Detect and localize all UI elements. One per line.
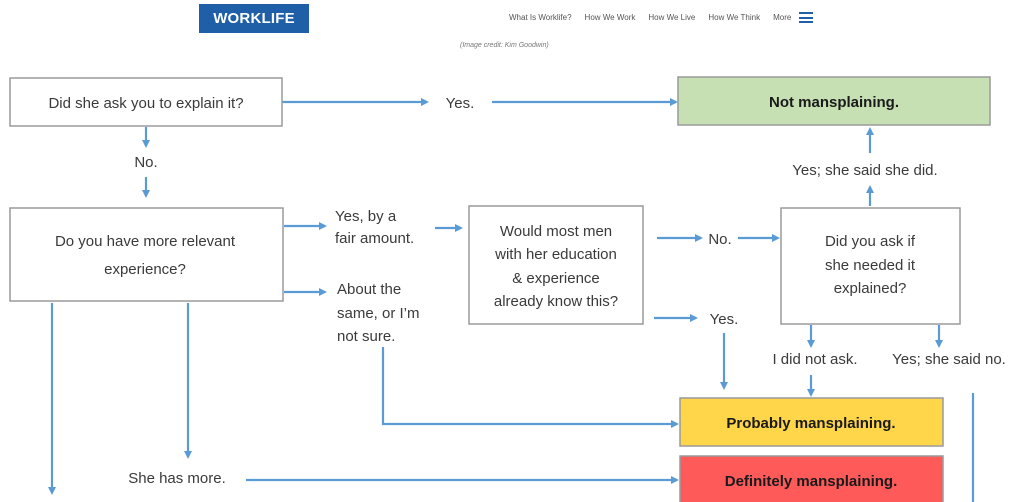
result-box-definitely <box>679 455 944 502</box>
label-about-line2: same, or I’m <box>337 305 420 322</box>
label-about-line3: not sure. <box>337 328 395 345</box>
label-yes-fair-line1: Yes, by a <box>335 208 397 225</box>
question-box-experience <box>9 207 284 302</box>
result-not-text: Not mansplaining. <box>769 94 899 111</box>
nav-more[interactable]: More <box>773 13 792 22</box>
question-men-line2: with her education <box>494 246 617 263</box>
nav-how-we-work[interactable]: How We Work <box>584 13 636 22</box>
question-box-ask <box>780 207 961 325</box>
worklife-logo[interactable]: WORKLIFE <box>199 4 309 33</box>
result-box-probably <box>679 397 944 447</box>
question-ask-line2: she needed it <box>825 257 916 274</box>
nav-what-is-worklife[interactable]: What Is Worklife? <box>509 13 572 22</box>
label-yes-she-said-no: Yes; she said no. <box>892 351 1006 368</box>
label-about-line1: About the <box>337 281 401 298</box>
site-nav: What Is Worklife? How We Work How We Liv… <box>509 12 814 23</box>
label-yes-top: Yes. <box>446 95 475 112</box>
question-men-line1: Would most men <box>500 223 612 240</box>
result-probably-text: Probably mansplaining. <box>726 415 895 432</box>
flow-arrows <box>48 98 975 502</box>
label-she-has-more: She has more. <box>128 470 226 487</box>
label-did-not-ask: I did not ask. <box>772 351 857 368</box>
label-no-middle: No. <box>708 231 731 248</box>
question-men-line4: already know this? <box>494 293 618 310</box>
question-experience-line1: Do you have more relevant <box>55 233 236 250</box>
result-definitely-text: Definitely mansplaining. <box>725 473 898 490</box>
site-header: WORKLIFE What Is Worklife? How We Work H… <box>0 0 1024 60</box>
question-explain-text: Did she ask you to explain it? <box>48 95 243 112</box>
result-box-not <box>677 76 991 126</box>
label-yes-she-did: Yes; she said she did. <box>792 162 937 179</box>
nav-how-we-live[interactable]: How We Live <box>648 13 696 22</box>
nav-how-we-think[interactable]: How We Think <box>708 13 761 22</box>
question-ask-line3: explained? <box>834 280 907 297</box>
label-no-left: No. <box>134 154 157 171</box>
question-ask-line1: Did you ask if <box>825 233 916 250</box>
question-experience-line2: experience? <box>104 261 186 278</box>
image-credit: (Image credit: Kim Goodwin) <box>460 42 549 49</box>
label-yes-fair-line2: fair amount. <box>335 230 414 247</box>
hamburger-menu-icon[interactable] <box>799 12 814 23</box>
question-men-line3: & experience <box>512 270 600 287</box>
question-box-explain <box>9 77 283 127</box>
arrow-about-to-probably <box>381 347 679 428</box>
question-box-men <box>468 205 644 325</box>
label-yes-middle: Yes. <box>710 311 739 328</box>
